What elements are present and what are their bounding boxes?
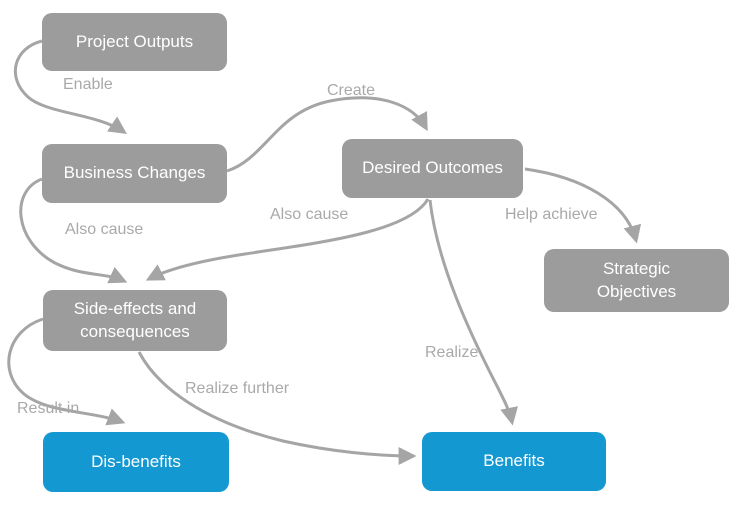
edge-help-achieve xyxy=(524,167,642,244)
edge-label-realize: Realize xyxy=(425,344,479,361)
node-side-effects-and-consequences: Side-effects and consequences xyxy=(43,290,227,351)
edge-label-result-in: Result in xyxy=(17,400,80,417)
edge-label-realize-further: Realize further xyxy=(185,380,290,397)
node-dis-benefits: Dis-benefits xyxy=(43,432,229,492)
node-desired-outcomes: Desired Outcomes xyxy=(342,139,523,198)
edge-realize xyxy=(428,199,518,426)
edge-label-also-cause-left: Also cause xyxy=(65,221,144,238)
edge-label-help-achieve: Help achieve xyxy=(505,206,598,223)
edge-label-enable: Enable xyxy=(63,76,113,93)
edge-realize-further xyxy=(137,351,417,465)
edge-also-cause-right xyxy=(145,198,430,281)
edge-label-also-cause-right: Also cause xyxy=(270,206,349,223)
edge-result-in xyxy=(7,317,126,426)
edge-label-create: Create xyxy=(327,82,376,99)
edge-enable xyxy=(13,39,127,135)
edge-also-cause-left xyxy=(19,177,128,284)
node-strategic-objectives: Strategic Objectives xyxy=(544,249,729,312)
edge-create xyxy=(226,96,428,173)
node-project-outputs: Project Outputs xyxy=(42,13,227,71)
node-business-changes: Business Changes xyxy=(42,144,227,203)
node-benefits: Benefits xyxy=(422,432,606,491)
